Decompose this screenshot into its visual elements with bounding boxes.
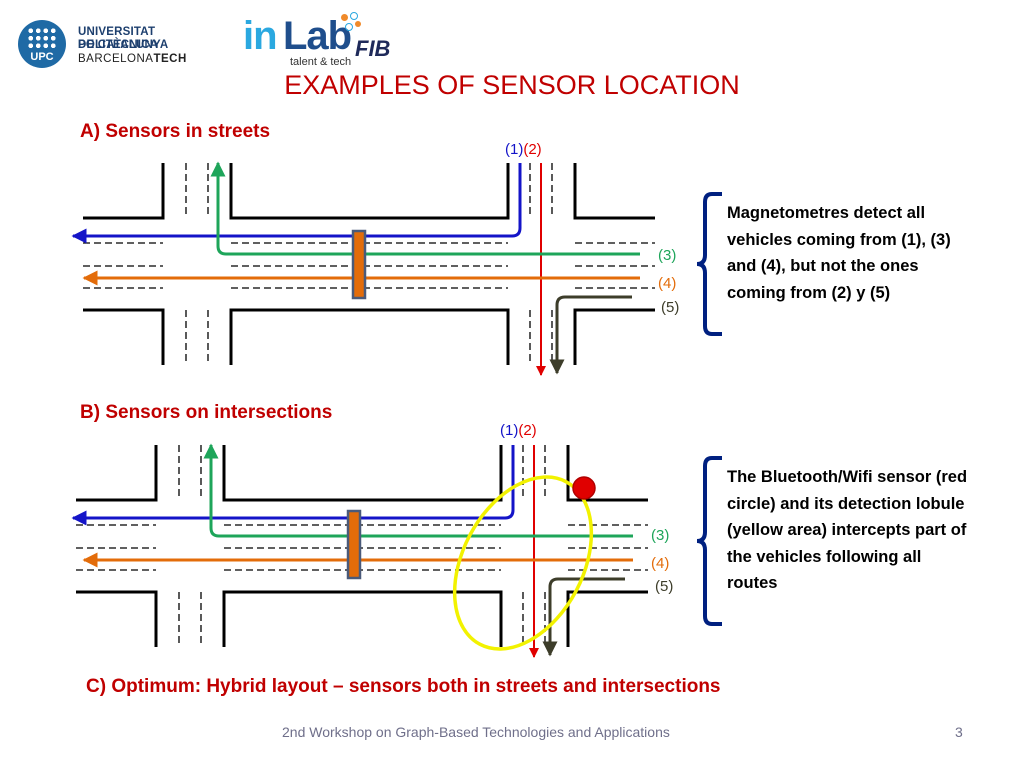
route-label-5-b: (5) [655, 578, 674, 595]
inlab-tagline: talent & tech [290, 56, 352, 68]
route-1-b [71, 445, 515, 526]
inlab-logo: in Lab talent & tech FIB [243, 12, 398, 70]
slide-title: EXAMPLES OF SENSOR LOCATION [284, 70, 740, 100]
route-label-1-a: (1) [505, 141, 524, 158]
diagram-b [71, 443, 650, 658]
route-label-4-a: (4) [658, 275, 677, 292]
section-c-heading: C) Optimum: Hybrid layout – sensors both… [86, 676, 721, 697]
upc-badge-text: UPC [30, 51, 54, 63]
route-3-b [203, 443, 633, 538]
brace-b [696, 456, 722, 626]
page-number: 3 [955, 724, 963, 740]
section-a-heading: A) Sensors in streets [80, 121, 271, 142]
inlab-lab: Lab [283, 14, 352, 58]
detection-lobule [452, 475, 594, 651]
upc-name-line2: DE CATALUNYA [78, 39, 169, 51]
diagram-a [71, 161, 657, 376]
route-label-2-a: (2) [523, 141, 542, 158]
route-label-4-b: (4) [651, 555, 670, 572]
route-5-a [549, 295, 632, 375]
route-label-1-b: (1) [500, 422, 519, 439]
note-section-a: Magnetometres detect all vehicles coming… [727, 204, 951, 302]
route-3-a [210, 161, 640, 256]
route-label-5-a: (5) [661, 299, 680, 316]
bluetooth-wifi-sensor [572, 476, 596, 500]
fib-logo: FIB [355, 36, 391, 61]
brace-a [696, 192, 722, 336]
footer-text: 2nd Workshop on Graph-Based Technologies… [282, 724, 670, 740]
route-1-a [71, 163, 522, 244]
inlab-dots-icon [341, 12, 365, 32]
magnetometre-b [346, 509, 362, 580]
section-b-heading: B) Sensors on intersections [80, 402, 333, 423]
route-5-b [542, 577, 625, 657]
route-labels-top-b: (1)(2) [500, 422, 537, 439]
route-labels-top-a: (1)(2) [505, 141, 542, 158]
note-section-b: The Bluetooth/Wifi sensor (red circle) a… [727, 468, 968, 592]
route-label-2-b: (2) [518, 422, 537, 439]
upc-badge-dots [27, 27, 57, 49]
upc-logo: UPC UNIVERSITAT POLITÈCNICA DE CATALUNYA… [18, 20, 236, 70]
upc-name-line1: UNIVERSITAT POLITÈCNICA [78, 26, 159, 51]
inlab-in: in [243, 14, 278, 58]
upc-city: BARCELONATECH [78, 53, 187, 65]
route-label-3-b: (3) [651, 527, 670, 544]
magnetometre-a [351, 229, 367, 300]
route-label-3-a: (3) [658, 247, 677, 264]
